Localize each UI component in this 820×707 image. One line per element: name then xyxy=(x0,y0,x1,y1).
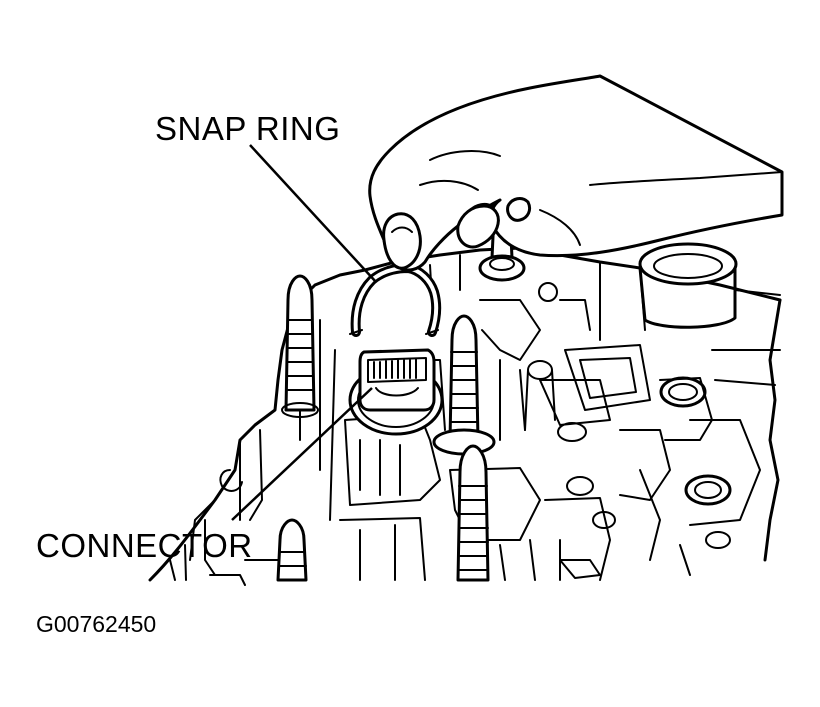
connector-leader-line xyxy=(231,387,373,521)
stud-bolt-center xyxy=(432,314,496,456)
figure-id-label: G00762450 xyxy=(36,611,156,637)
stud-bolt-left xyxy=(281,274,319,418)
stud-bolt-front-center xyxy=(456,444,490,582)
connector-label: CONNECTOR xyxy=(36,527,253,564)
snap-ring-illustration xyxy=(349,262,442,337)
snap-ring-leader-line xyxy=(249,144,377,283)
stud-bolt-front-left xyxy=(276,518,308,582)
snap-ring-label: SNAP RING xyxy=(155,110,340,147)
hand-illustration xyxy=(368,74,784,272)
connector-illustration xyxy=(348,348,444,436)
